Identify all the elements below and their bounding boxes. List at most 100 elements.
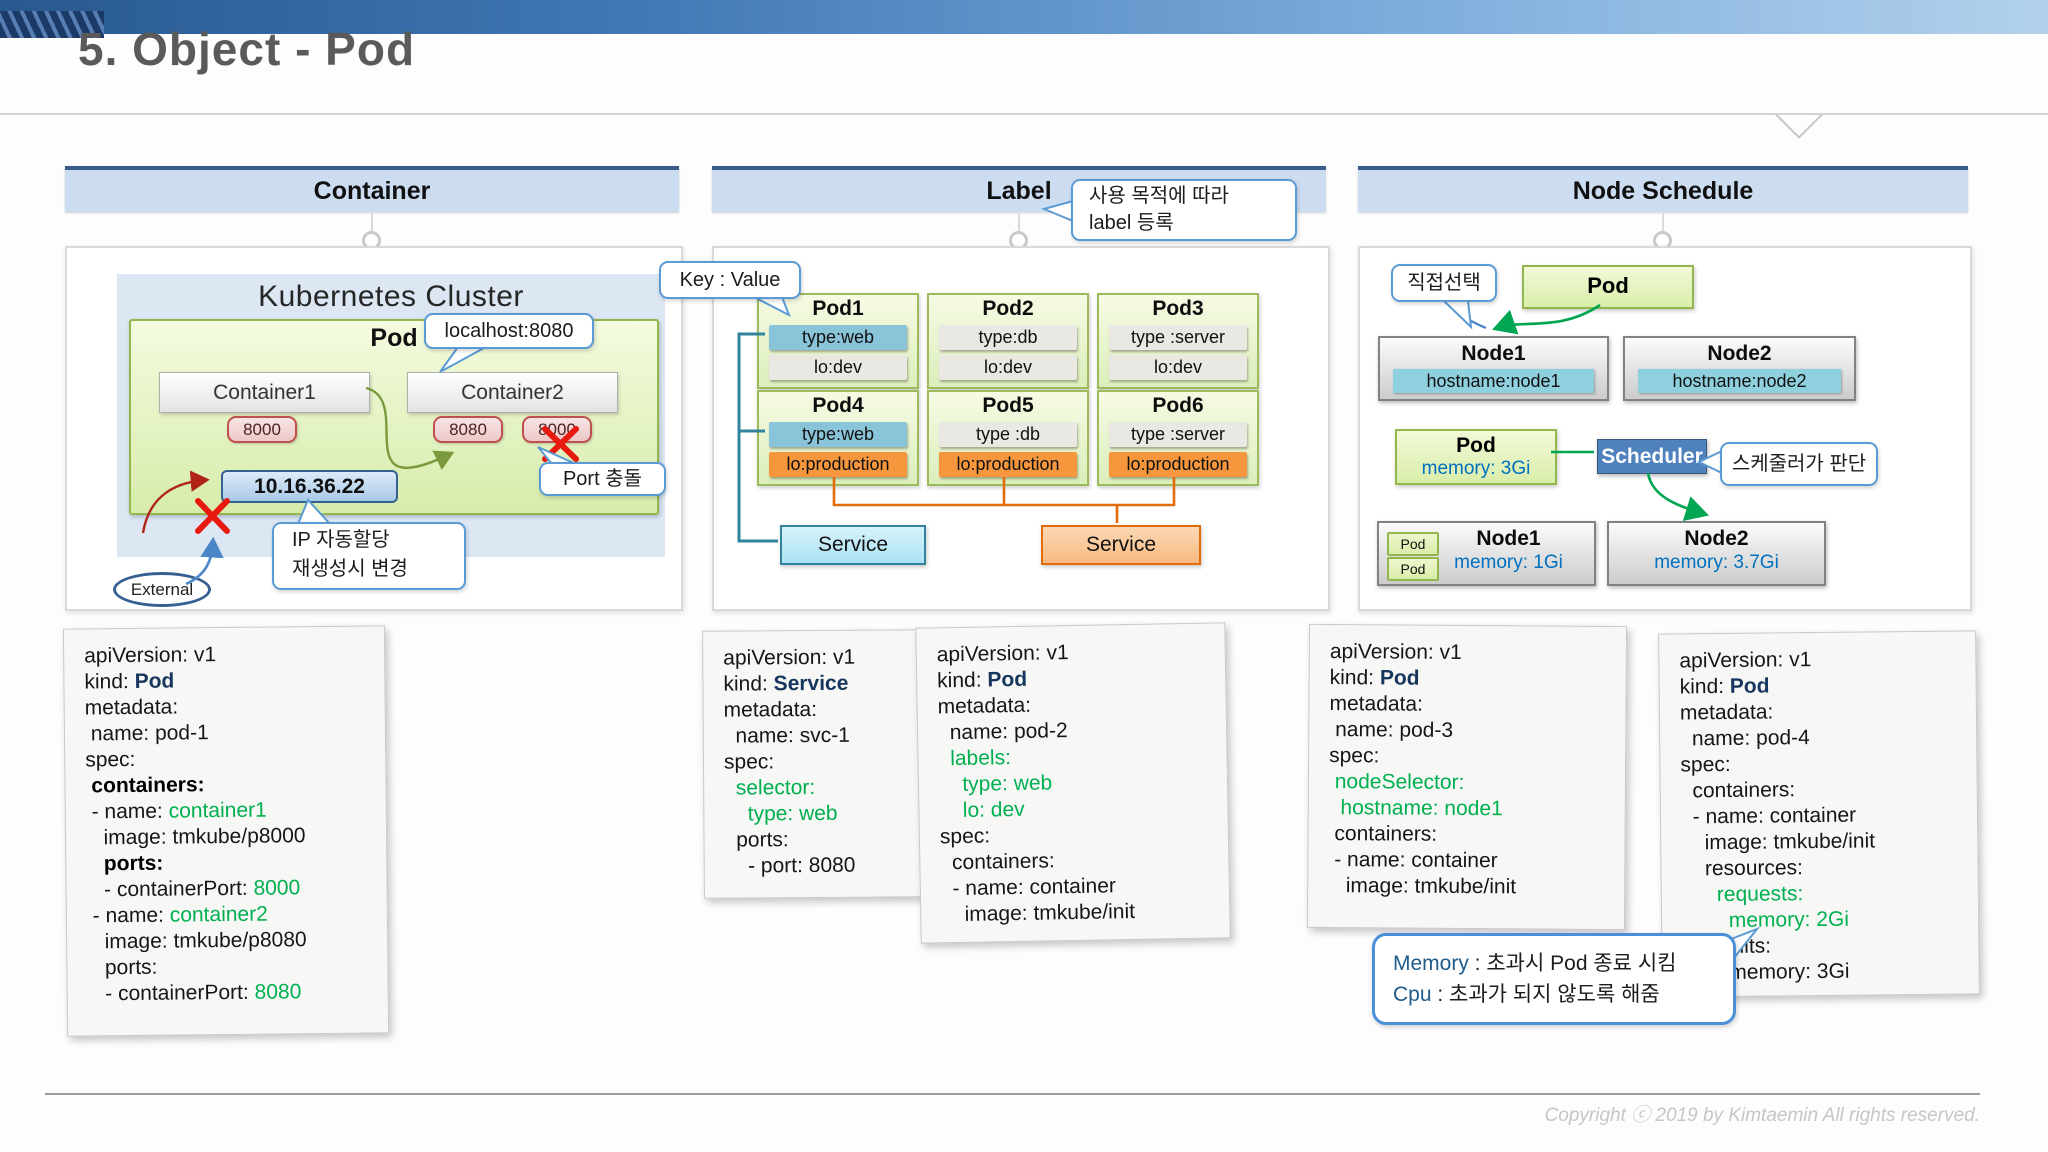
pod-box-label: Pod	[370, 324, 418, 352]
yaml-line: image: tmkube/init	[1328, 874, 1517, 899]
yaml-note-pod1: apiVersion: v1 kind: Pod metadata: name:…	[62, 625, 390, 1037]
yaml-line: containers:	[1328, 822, 1438, 846]
pod-label-chip-lo-production: lo:production	[1109, 452, 1247, 477]
title-chevron	[1766, 115, 1830, 141]
chevron-down-icon	[1772, 115, 1826, 139]
yaml-note-pod3: apiVersion: v1 kind: Pod metadata: name:…	[1306, 623, 1628, 931]
yaml-bold-key: ports:	[103, 851, 164, 876]
yaml-line: resources:	[1681, 856, 1804, 881]
copyright-text: Copyright ⓒ 2019 by Kimtaemin All rights…	[1544, 1105, 1980, 1126]
pod-card-pod5: Pod5 type :db lo:production	[927, 390, 1089, 486]
pod-card-pod1: Pod1 type:web lo:dev	[757, 293, 919, 389]
yaml-line: spec:	[1680, 752, 1731, 777]
yaml-kind-value: Service	[773, 671, 849, 696]
yaml-line: spec:	[85, 747, 136, 772]
yaml-line: hostname: node1	[1328, 796, 1503, 821]
pod-label-chip-type-db: type :db	[939, 422, 1077, 447]
yaml-key	[86, 852, 104, 875]
pod-name: Pod5	[982, 394, 1034, 417]
node2-top-box: Node2 hostname:node2	[1623, 336, 1856, 401]
note-fold-corner	[1950, 964, 1980, 994]
yaml-kind-value: Pod	[134, 669, 175, 693]
connector-line-container	[371, 213, 373, 235]
yaml-line: metadata:	[84, 695, 179, 720]
container1-box: Container1	[159, 372, 370, 413]
yaml-note-pod4: apiVersion: v1 kind: Pod metadata: name:…	[1658, 630, 1980, 998]
memory-key: Memory	[1393, 952, 1469, 975]
pod-label-chip-type-web: type:web	[769, 325, 907, 350]
logo-mark	[0, 11, 104, 38]
pod-name: Pod1	[812, 297, 864, 320]
yaml-line: apiVersion: v1	[1679, 648, 1812, 673]
node-name: Node2	[1707, 342, 1772, 365]
yaml-line: metadata:	[1679, 700, 1774, 725]
yaml-key: kind:	[936, 668, 988, 693]
yaml-line: apiVersion: v1	[723, 645, 856, 670]
yaml-line: image: tmkube/p8080	[87, 928, 307, 954]
yaml-line: - port: 8080	[724, 853, 856, 878]
mini-pod-chip: Pod	[1387, 557, 1439, 581]
yaml-kind-value: Pod	[1729, 674, 1770, 698]
title-rule	[0, 113, 2048, 115]
yaml-green-value: 8080	[254, 980, 302, 1004]
service-production-box: Service	[1041, 525, 1201, 565]
pod-label-chip-type-server: type :server	[1109, 422, 1247, 447]
yaml-line: limits:	[1682, 934, 1772, 959]
section-header-label: Label	[712, 166, 1326, 212]
pod-label-chip-lo-production: lo:production	[769, 452, 907, 477]
yaml-line: name: pod-4	[1680, 726, 1810, 751]
yaml-line: metadata:	[723, 697, 818, 722]
connector-line-label	[1018, 213, 1020, 235]
note-fold-corner	[359, 1003, 389, 1033]
note-fold-corner	[1200, 908, 1231, 939]
pod-name: Pod4	[812, 394, 864, 417]
yaml-line: containers:	[85, 770, 385, 799]
yaml-line: - name: container	[1328, 848, 1498, 873]
node1-top-box: Node1 hostname:node1	[1378, 336, 1609, 401]
yaml-line: metadata:	[1329, 692, 1423, 716]
pod-memory-name: Pod	[1456, 434, 1496, 457]
yaml-line: containers:	[1680, 778, 1796, 803]
node-name: Node1	[1461, 342, 1526, 365]
pod-memory-box: Pod memory: 3Gi	[1395, 429, 1557, 485]
yaml-key: kind:	[84, 669, 135, 694]
pod-label-chip-lo-production: lo:production	[939, 452, 1077, 477]
callout-usage-line2: label 등록	[1089, 212, 1174, 234]
yaml-key: - name:	[86, 903, 170, 928]
yaml-green-value: container1	[168, 798, 267, 823]
pod-card-pod4: Pod4 type:web lo:production	[757, 390, 919, 486]
yaml-bold-key: containers:	[91, 773, 205, 798]
mini-pod-chip: Pod	[1387, 532, 1439, 556]
pod-label-chip-type-web: type:web	[769, 422, 907, 447]
node-memory-value: memory: 1Gi	[1454, 552, 1563, 573]
pod-label-chip-lo-dev: lo:dev	[939, 355, 1077, 380]
pod-memory-value: memory: 3Gi	[1421, 458, 1531, 479]
yaml-green-value: 8000	[253, 876, 301, 900]
cpu-text: : 초과가 되지 않도록 해줌	[1431, 983, 1660, 1006]
yaml-green-value: container2	[169, 902, 268, 927]
pod-card-pod3: Pod3 type :server lo:dev	[1097, 293, 1259, 389]
panel-node-schedule: Pod Node1 hostname:node1 Node2 hostname:…	[1358, 246, 1972, 611]
yaml-line: requests:	[1681, 882, 1804, 907]
port-badge-8000-container1: 8000	[227, 416, 297, 443]
yaml-line: - name: container1	[86, 796, 386, 825]
yaml-kind-value: Pod	[1379, 666, 1420, 690]
section-header-node-schedule: Node Schedule	[1358, 166, 1968, 212]
pod-schedule-label: Pod	[1587, 273, 1629, 298]
yaml-line: ports:	[86, 848, 386, 877]
yaml-line: selector:	[724, 775, 816, 800]
yaml-line: - name: container	[1680, 803, 1857, 829]
container2-box: Container2	[407, 372, 618, 413]
cluster-title: Kubernetes Cluster	[258, 280, 524, 313]
panel-container: Kubernetes Cluster Pod Container1 Contai…	[65, 246, 683, 611]
pod-label-chip-type-server: type :server	[1109, 325, 1247, 350]
pod-name: Pod6	[1152, 394, 1204, 417]
section-header-container: Container	[65, 166, 679, 212]
yaml-note-svc1: apiVersion: v1 kind: Service metadata: n…	[702, 629, 926, 899]
yaml-line: kind: Pod	[84, 666, 384, 695]
connector-line-node	[1662, 213, 1664, 235]
pod-label-chip-lo-dev: lo:dev	[1109, 355, 1247, 380]
yaml-line: spec:	[1329, 744, 1380, 768]
hostname-chip-node2: hostname:node2	[1638, 369, 1841, 393]
